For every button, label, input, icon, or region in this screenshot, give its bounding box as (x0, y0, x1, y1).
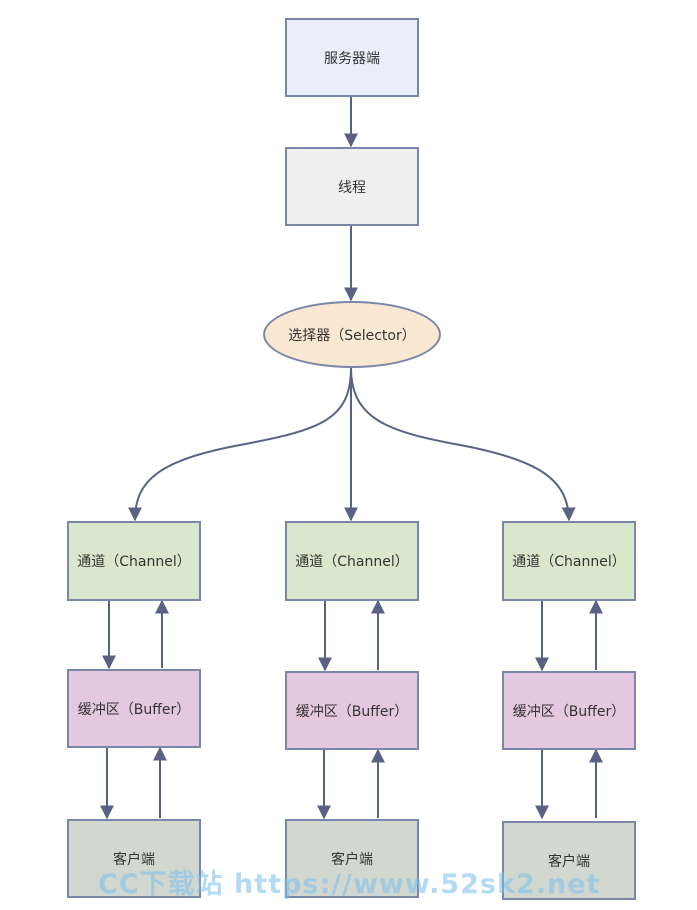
client-node-1: 客户端 (67, 819, 201, 898)
server-label: 服务器端 (324, 50, 380, 67)
client-label-3: 客户端 (548, 853, 590, 870)
thread-label: 线程 (338, 179, 366, 196)
buffer-label-2: 缓冲区（Buffer） (295, 703, 409, 720)
buffer-node-1: 缓冲区（Buffer） (67, 669, 201, 748)
channel-node-2: 通道（Channel） (285, 521, 419, 601)
channel-label-3: 通道（Channel） (512, 554, 626, 570)
client-node-3: 客户端 (502, 821, 636, 900)
edge-selector-channel-1 (128, 367, 352, 522)
channel-node-1: 通道（Channel） (67, 521, 201, 601)
client-node-2: 客户端 (285, 819, 419, 898)
buffer-label-3: 缓冲区（Buffer） (512, 703, 626, 720)
buffer-node-3: 缓冲区（Buffer） (502, 671, 636, 750)
server-node: 服务器端 (285, 18, 419, 97)
selector-label: 选择器（Selector） (288, 327, 416, 344)
buffer-label-1: 缓冲区（Buffer） (77, 701, 191, 718)
watermark: CC下载站 https://www.52sk2.net (98, 869, 601, 900)
channel-node-3: 通道（Channel） (502, 521, 636, 601)
channel-label-2: 通道（Channel） (295, 554, 409, 570)
edge-selector-channel-3 (350, 367, 576, 522)
channel-label-1: 通道（Channel） (77, 554, 191, 570)
thread-node: 线程 (285, 147, 419, 226)
client-label-2: 客户端 (331, 851, 373, 868)
client-label-1: 客户端 (113, 851, 155, 868)
buffer-node-2: 缓冲区（Buffer） (285, 671, 419, 750)
selector-node: 选择器（Selector） (263, 301, 441, 368)
